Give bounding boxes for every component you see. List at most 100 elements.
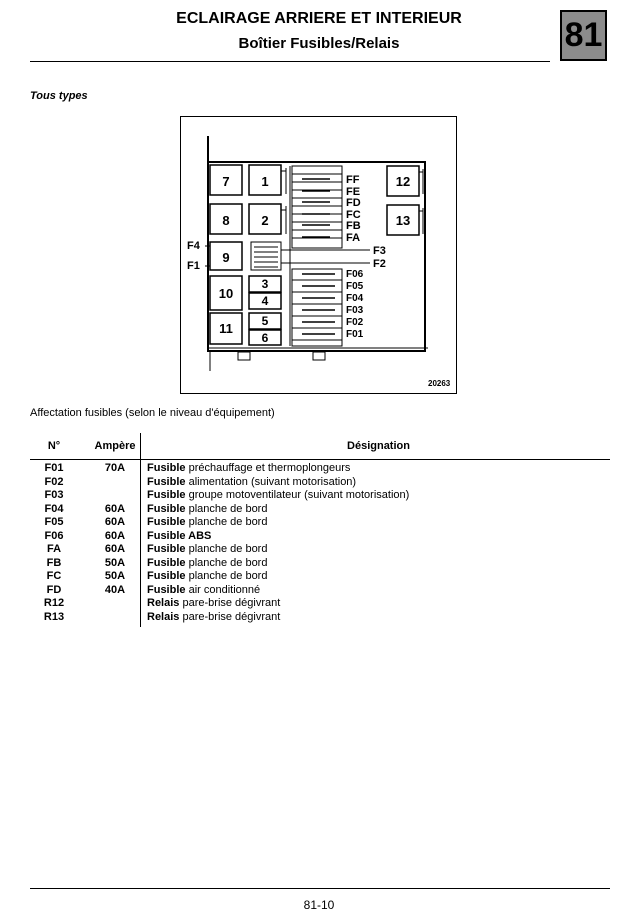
- fuse-designation: Fusible planche de bord: [147, 570, 267, 584]
- relay-13: [386, 204, 420, 236]
- header-number: N°: [47, 440, 61, 452]
- fuse-designation: Fusible planche de bord: [147, 557, 267, 571]
- relay-label-7: 7: [222, 174, 229, 189]
- fuse-type: Fusible: [147, 570, 186, 582]
- fuse-number: F03: [44, 489, 64, 501]
- fuse-label-f1: F1: [187, 260, 200, 272]
- page-number: 81-10: [303, 898, 335, 912]
- section-badge: 81: [560, 10, 607, 61]
- fuse-number: F05: [44, 516, 64, 528]
- fuse-ampere: 50A: [104, 570, 126, 582]
- header-rule: [30, 61, 550, 62]
- fuse-designation: Fusible alimentation (suivant motorisati…: [147, 476, 356, 490]
- fuse-label-f4: F4: [187, 240, 201, 252]
- relay-label-2: 2: [261, 213, 268, 228]
- relay-12: [386, 165, 420, 197]
- header-designation: Désignation: [347, 440, 410, 452]
- fuse-type: Relais: [147, 610, 180, 623]
- fuse-label-f04: F04: [346, 293, 364, 304]
- fuse-number: FC: [46, 570, 62, 582]
- fuse-label-fe: FE: [346, 186, 360, 198]
- table-row: F05 60A Fusible planche de bord: [30, 516, 610, 530]
- relay-2: [248, 203, 282, 235]
- table-row: F03 Fusible groupe motoventilateur (suiva…: [30, 489, 610, 503]
- fuse-label-ff: FF: [346, 174, 360, 186]
- types-label: Tous types: [30, 90, 88, 102]
- fuse-number: F06: [44, 529, 64, 542]
- fuse-designation: Fusible planche de bord: [147, 503, 267, 517]
- relay-label-4: 4: [262, 294, 269, 308]
- relay-7: [209, 164, 243, 196]
- relay-6: [248, 329, 282, 346]
- relay-label-12: 12: [396, 174, 410, 189]
- fuse-designation: Fusible air conditionné: [147, 584, 260, 598]
- fuse-designation: Fusible groupe motoventilateur (suivant …: [147, 489, 409, 503]
- fuse-type: Fusible: [147, 489, 186, 501]
- relay-label-3: 3: [262, 277, 269, 291]
- fuse-label-fc: FC: [346, 209, 361, 221]
- fuse-type: Fusible: [147, 502, 186, 515]
- fuse-label-f01: F01: [346, 329, 364, 340]
- fuse-description: pare-brise dégivrant: [179, 610, 281, 623]
- fuse-type: Fusible: [147, 556, 186, 569]
- fuse-ampere: 60A: [104, 502, 126, 515]
- relay-label-5: 5: [262, 314, 269, 328]
- fuse-label-f06: F06: [346, 269, 364, 280]
- relay-label-10: 10: [219, 286, 233, 301]
- fuse-description: pare-brise dégivrant: [179, 597, 281, 609]
- fuse-designation: Relais pare-brise dégivrant: [147, 597, 280, 611]
- diagram-reference: 20263: [428, 379, 451, 388]
- fuse-number: F04: [44, 502, 64, 515]
- fuse-number: R13: [43, 610, 65, 623]
- relay-label-11: 11: [219, 321, 233, 336]
- fuse-type: Fusible: [147, 543, 186, 555]
- fuse-label-f05: F05: [346, 281, 364, 292]
- fuse-label-f03: F03: [346, 305, 364, 316]
- relay-3: [248, 275, 282, 293]
- relay-5: [248, 312, 282, 330]
- fuse-box-diagram: 7 1 8 2 9 10 3 4 11 5 6 12 13 FF FE FD F…: [180, 116, 457, 394]
- fuse-number: F01: [44, 462, 64, 474]
- fuse-label-fa: FA: [346, 232, 360, 244]
- fuse-description: planche de bord: [185, 570, 268, 582]
- header-subtitle: Boîtier Fusibles/Relais: [238, 35, 400, 52]
- table-row: FD 40A Fusible air conditionné: [30, 584, 610, 598]
- fuse-description: planche de bord: [185, 543, 268, 555]
- fuse-label-fd: FD: [346, 197, 361, 209]
- fuse-designation: Fusible préchauffage et thermoplongeurs: [147, 462, 350, 476]
- fuse-number: R12: [43, 597, 65, 609]
- fuse-description: air conditionné: [185, 583, 261, 596]
- fuse-label-fb: FB: [346, 220, 361, 232]
- relay-label-13: 13: [396, 213, 410, 228]
- table-column-divider: [140, 433, 141, 627]
- relay-11: [209, 312, 243, 345]
- fuse-number: FA: [46, 543, 62, 555]
- fuse-type: Fusible: [147, 475, 186, 488]
- fuse-description: planche de bord: [185, 516, 268, 528]
- fuse-type: Fusible: [147, 516, 186, 528]
- fuse-description: planche de bord: [185, 556, 268, 569]
- fuse-ampere: 40A: [104, 583, 126, 596]
- fuse-label-f3: F3: [373, 245, 386, 257]
- fuse-type: Fusible: [147, 583, 186, 596]
- fuse-description: groupe motoventilateur (suivant motorisa…: [185, 489, 410, 501]
- relay-label-8: 8: [222, 213, 229, 228]
- fuse-type: Relais: [147, 597, 180, 609]
- fuse-number: FD: [46, 583, 62, 596]
- table-header: N° Ampère Désignation: [30, 433, 610, 460]
- relay-1: [248, 164, 282, 196]
- fuse-type: Fusible ABS: [147, 529, 212, 542]
- fuse-type: Fusible: [147, 462, 186, 474]
- fuse-description: alimentation (suivant motorisation): [185, 475, 357, 488]
- relay-label-6: 6: [262, 331, 269, 345]
- fuse-ampere: 60A: [104, 516, 126, 528]
- fuse-label-f2: F2: [373, 258, 386, 270]
- fuse-designation: Fusible ABS: [147, 530, 211, 544]
- fuse-description: planche de bord: [185, 502, 268, 515]
- header-ampere: Ampère: [94, 440, 136, 452]
